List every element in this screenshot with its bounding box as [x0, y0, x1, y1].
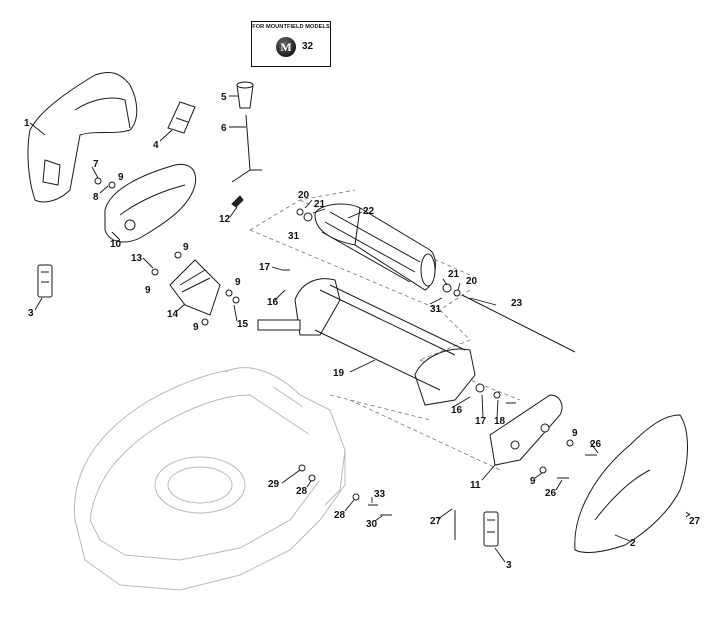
rear-cover-right [489, 394, 563, 466]
label-part-3-left: 3 [28, 308, 34, 319]
label-part-15: 15 [237, 319, 249, 330]
label-part-21-b: 21 [448, 269, 460, 280]
label-part-20-b: 20 [466, 276, 478, 287]
label-part-9-d: 9 [235, 277, 241, 288]
leader-lines [29, 95, 691, 563]
label-part-22: 22 [363, 206, 375, 217]
label-part-28-a: 28 [296, 486, 308, 497]
label-part-18: 18 [494, 416, 506, 427]
label-part-19: 19 [333, 368, 345, 379]
label-part-7: 7 [93, 159, 99, 170]
label-part-4: 4 [153, 140, 159, 151]
clip [167, 101, 196, 134]
label-part-29: 29 [268, 479, 280, 490]
label-part-9-e: 9 [193, 322, 199, 333]
label-part-27-a: 27 [430, 516, 442, 527]
label-part-28-b: 28 [334, 510, 346, 521]
spring-clip [231, 195, 244, 208]
label-part-17-b: 17 [475, 416, 487, 427]
mountfield-models-callout: FOR MOUNTFIELD MODELS M 32 [251, 21, 331, 67]
label-part-5: 5 [221, 92, 227, 103]
label-part-8: 8 [93, 192, 99, 203]
hardware [94, 177, 691, 540]
side-cover-right [574, 414, 688, 553]
label-part-21-a: 21 [314, 199, 326, 210]
label-part-2: 2 [630, 538, 636, 549]
label-part-3-right: 3 [506, 560, 512, 571]
height-rod [231, 114, 262, 183]
callout-title: FOR MOUNTFIELD MODELS [252, 24, 330, 30]
label-part-26-a: 26 [590, 439, 602, 450]
roller-housing [104, 163, 197, 243]
label-part-10: 10 [110, 239, 122, 250]
label-part-23: 23 [511, 298, 523, 309]
label-part-11: 11 [470, 480, 481, 491]
roller-axle [461, 294, 576, 353]
label-part-14: 14 [167, 309, 179, 320]
label-part-13: 13 [131, 253, 143, 264]
part-labels: 1 2 3 3 4 5 6 7 8 9 10 12 13 9 9 14 9 9 … [24, 92, 701, 571]
bracket-right [483, 511, 499, 547]
label-part-33: 33 [374, 489, 386, 500]
label-part-9-a: 9 [118, 172, 124, 183]
label-part-9-c: 9 [145, 285, 151, 296]
mountfield-logo-icon: M [276, 37, 296, 57]
height-knob [236, 81, 254, 109]
height-plate [169, 259, 221, 316]
roller-frame [257, 278, 476, 406]
mower-deck [73, 367, 346, 591]
label-part-20-a: 20 [298, 190, 310, 201]
label-part-26-b: 26 [545, 488, 557, 499]
label-part-31-a: 31 [288, 231, 300, 242]
label-part-31-b: 31 [430, 304, 442, 315]
callout-part-number: 32 [302, 41, 314, 52]
label-part-30: 30 [366, 519, 378, 530]
label-part-6: 6 [221, 123, 227, 134]
label-part-1: 1 [24, 118, 30, 129]
label-part-12: 12 [219, 214, 231, 225]
side-cover-left [27, 72, 138, 203]
label-part-27-b: 27 [689, 516, 701, 527]
bracket-left [37, 264, 53, 298]
label-part-9-g: 9 [530, 476, 536, 487]
label-part-9-f: 9 [572, 428, 578, 439]
label-part-9-b: 9 [183, 242, 189, 253]
rear-roller [314, 203, 436, 291]
label-part-16-a: 16 [267, 297, 279, 308]
label-part-16-b: 16 [451, 405, 463, 416]
label-part-17-a: 17 [259, 262, 271, 273]
